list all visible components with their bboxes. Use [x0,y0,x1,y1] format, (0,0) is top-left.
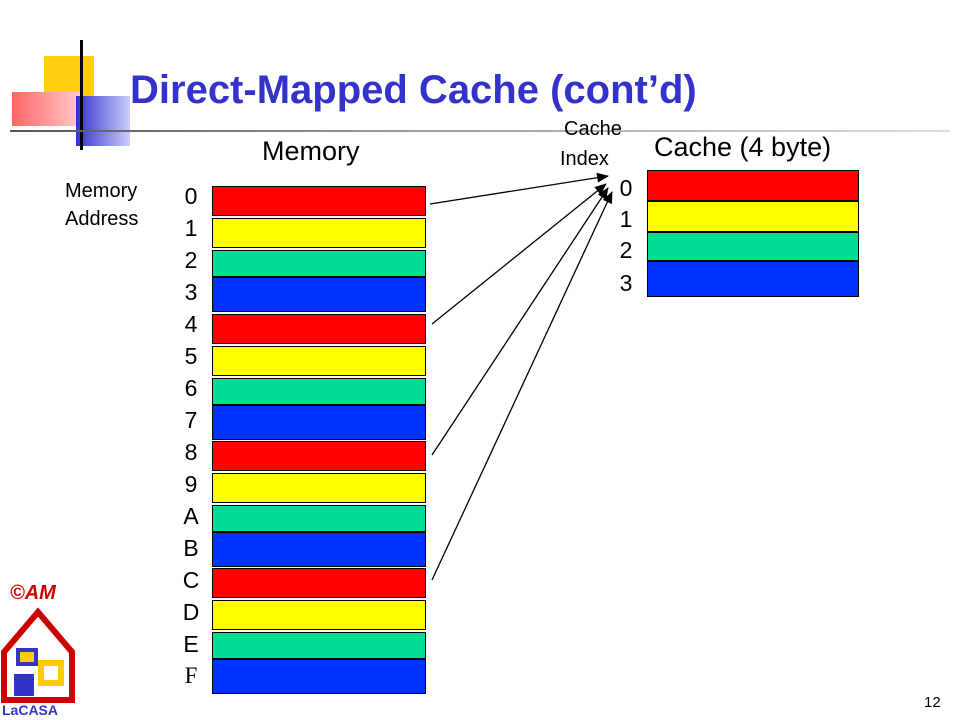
cache-index-label-line1: Cache [564,118,622,140]
memory-block [212,632,426,659]
memory-block [212,277,426,312]
lacasa-logo: ©AM LaCASA [0,582,110,720]
memory-address: E [183,631,199,657]
memory-block [212,441,426,471]
memory-block [212,405,426,440]
memory-address: 1 [184,215,198,241]
memory-address: 8 [184,439,198,465]
corner-decoration [0,40,130,150]
cache-index: 3 [619,270,633,296]
slide-page-number: 12 [924,694,941,711]
cache-block [647,170,859,201]
title-underline [10,130,950,132]
memory-block [212,250,426,277]
cache-heading: Cache (4 byte) [654,132,832,162]
memory-address: D [182,599,200,625]
memory-block [212,314,426,344]
memory-block [212,218,426,248]
memory-address: 4 [184,311,198,337]
memory-block [212,378,426,405]
memory-block [212,600,426,630]
arrow-8 [431,187,609,456]
memory-address-label-line2: Address [65,208,139,230]
memory-address: 9 [184,471,198,497]
arrow-0 [429,172,609,205]
slide-title: Direct-Mapped Cache (cont’d) [130,68,697,112]
memory-address: 0 [184,183,198,209]
memory-heading: Memory [262,136,360,166]
cache-index: 2 [619,237,633,263]
memory-block [212,505,426,532]
memory-address: 6 [184,375,198,401]
cache-block [647,261,859,297]
cache-block [647,201,859,232]
memory-block [212,568,426,598]
cache-block [647,232,859,261]
memory-address: 7 [184,407,198,433]
memory-address: 2 [184,247,198,273]
memory-address-label-line1: Memory [65,180,138,202]
memory-address: 5 [184,343,198,369]
memory-address: A [183,503,199,529]
memory-block [212,659,426,694]
arrow-4 [431,183,607,325]
memory-block [212,532,426,567]
memory-address: B [183,535,199,561]
memory-block [212,186,426,216]
memory-block [212,346,426,376]
house-icon [1,607,75,703]
cache-index: 1 [619,206,633,232]
memory-address: 3 [184,279,198,305]
logo-name-text: LaCASA [2,702,59,718]
cache-index: 0 [619,175,633,201]
memory-address: C [182,567,200,593]
cache-index-label-line2: Index [560,148,609,170]
memory-address: F [184,663,198,688]
logo-copyright-text: ©AM [10,582,56,604]
arrow-c [431,191,613,581]
memory-block [212,473,426,503]
